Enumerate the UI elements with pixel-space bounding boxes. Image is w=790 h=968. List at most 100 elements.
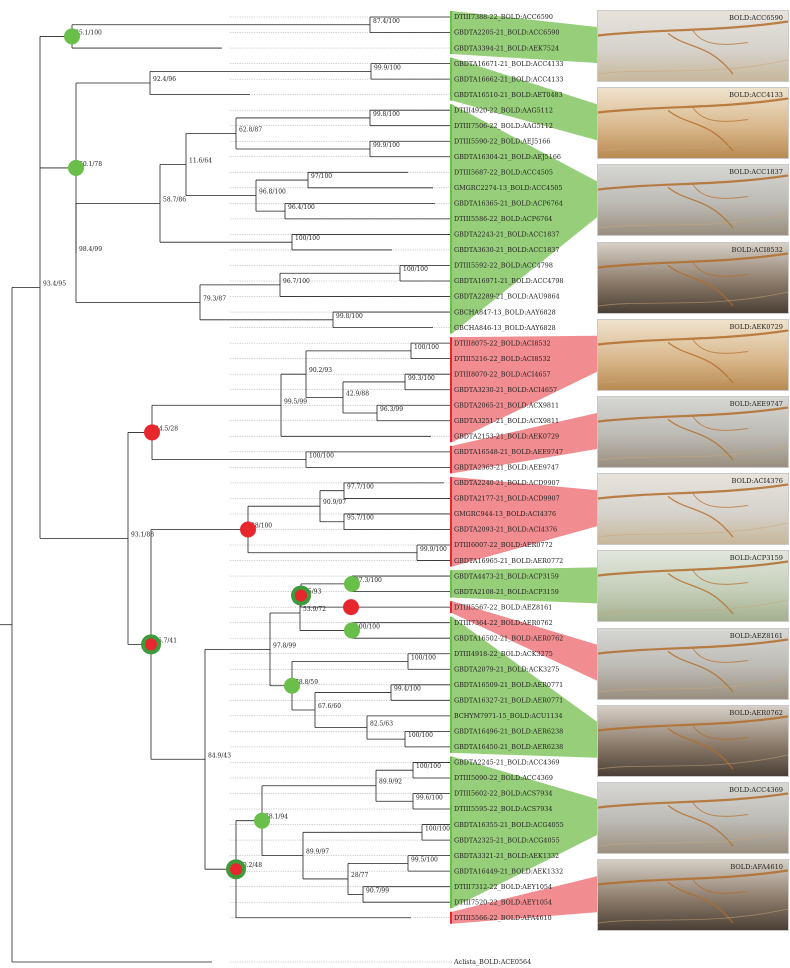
tip-label: GBDTA3251-21_BOLD:ACX9811 [454,417,559,425]
tip-label: GBDTA2205-21_BOLD:ACC6590 [454,29,559,37]
support-label: 89.9/97 [306,849,329,856]
support-label: 97.8/99 [273,642,296,649]
tip-label: GBDTA2245-21_BOLD:ACC4369 [454,759,559,767]
tip-label: DTIII7388-22_BOLD:ACC6590 [454,13,553,21]
support-label: 92.4/96 [153,76,176,83]
tip-label: GBDTA2153-21_BOLD:AEK0729 [454,433,559,441]
tip-label: DTIII4918-22_BOLD:ACK3275 [454,650,553,658]
support-label: 96.8/100 [259,189,286,196]
wing-photo: BOLD:ACI8532 [597,242,789,314]
wing-photo: BOLD:AER0762 [597,705,789,777]
green-node-marker [284,678,300,694]
photo-bin-label: BOLD:ACC6590 [729,14,783,22]
support-label: 100/100 [309,453,334,460]
tip-label: GBDTA16509-21_BOLD:AER0771 [454,681,563,689]
support-label: 90.7/99 [366,887,389,894]
redring-node-marker [141,634,161,654]
photo-bin-label: BOLD:AEK0729 [729,323,783,331]
support-label: 82.5/63 [370,720,393,727]
tip-label: GBDTA4473-21_BOLD:ACP3159 [454,572,559,580]
tip-label: GBDTA2289-21_BOLD:AAU9864 [454,293,560,301]
tip-label: GMGRC2274-13_BOLD:ACC4505 [454,184,562,192]
support-label: 93.4/95 [43,280,66,287]
support-label: 99.6/100 [416,794,443,801]
clade-bars [450,11,452,924]
tip-label: DTIII5090-22_BOLD:ACC4369 [454,774,553,782]
support-label: 11.6/64 [189,158,212,165]
tip-label: GBDTA16496-21_BOLD:AER6238 [454,728,563,736]
wing-photo: BOLD:ACC6590 [597,10,789,82]
support-label: 100/100 [411,654,436,661]
tip-label: Aclista_BOLD:ACE0564 [453,958,531,966]
wing-photo: BOLD:ACC1837 [597,164,789,236]
tip-label: DTIII5586-22_BOLD:ACP6764 [454,215,552,223]
support-label: 98.4/99 [79,246,102,253]
tip-label: GBDTA16327-21_BOLD:AER0771 [454,697,563,705]
support-label: 100/100 [295,235,320,242]
tip-label: GBDTA16450-21_BOLD:AER6238 [454,743,563,751]
tip-label: DTIII7506-22_BOLD:AAG5112 [454,122,553,130]
tip-label: DTIII4920-22_BOLD:AAG5112 [454,106,553,114]
clade-bar [450,58,452,101]
green-node-marker [344,576,360,592]
tip-label: GBDTA3630-21_BOLD:ACC1837 [454,246,559,254]
support-label: 100/100 [408,732,433,739]
red-node-marker [144,424,160,440]
tip-label: GBDTA16502-21_BOLD:AER0762 [454,634,563,642]
tip-label: DTIII5595-22_BOLD:ACS7934 [454,805,552,813]
support-label: 100/100 [403,266,428,273]
tip-label: DTIII5567-22_BOLD:AEZ8161 [454,603,552,611]
photo-bin-label: BOLD:AER0762 [729,709,783,717]
tip-label: GBDTA2065-21_BOLD:ACX9811 [454,401,559,409]
tip-label: GBDTA2079-21_BOLD:ACK3275 [454,665,559,673]
tip-label: DTIII5590-22_BOLD:AEJ5166 [454,137,550,145]
tip-label: GBDTA16355-21_BOLD:ACG4055 [454,821,564,829]
tip-label: GBDTA2093-21_BOLD:ACI4376 [454,526,557,534]
tip-label: GBDTA16365-21_BOLD:ACP6764 [454,200,563,208]
clade-bar [450,601,452,613]
tip-label: GBDTA2325-21_BOLD:ACG4055 [454,836,560,844]
support-label: 99.8/100 [373,111,400,118]
tip-label: GBDTA3321-21_BOLD:AEK1332 [454,852,559,860]
tip-label: GBDTA16971-21_BOLD:ACC4798 [454,277,564,285]
photo-bin-label: BOLD:ACI4376 [732,477,783,485]
wing-photo: BOLD:AFA4610 [597,859,789,931]
tip-label: DTIII5216-22_BOLD:ACI8532 [454,355,551,363]
clade-wedge [452,477,597,567]
support-label: 99.8/100 [336,313,363,320]
support-label: 99.5/100 [411,856,438,863]
support-label: 100/100 [416,763,441,770]
tip-label: GBDTA3230-21_BOLD:ACI4657 [454,386,557,394]
support-label: 100/100 [425,825,450,832]
support-label: 96.4/100 [288,204,315,211]
red-node-marker [240,521,256,537]
tip-label: GBDTA2240-21_BOLD:ACD9907 [454,479,560,487]
tip-label: GBDTA2243-21_BOLD:ACC1837 [454,231,559,239]
support-label: 93.1/88 [131,531,154,538]
support-label: 97.7/100 [347,484,374,491]
support-label: 90.9/97 [323,499,346,506]
tip-label: DTIII5687-22_BOLD:ACC4505 [454,169,553,177]
support-label: 58.7/86 [163,196,186,203]
tip-label: GBDTA2108-21_BOLD:ACP3159 [454,588,559,596]
photo-bin-label: BOLD:ACI8532 [732,246,783,254]
clade-bar [450,337,452,442]
support-label: 67.6/60 [318,703,341,710]
clade-bar [450,617,452,753]
support-label: 96.7/100 [283,278,310,285]
support-label: 42.9/88 [346,390,369,397]
wing-photo: BOLD:ACP3159 [597,550,789,622]
green-node-marker [64,28,80,44]
wing-photo: BOLD:AEK0729 [597,319,789,391]
tip-label: DTIII7312-22_BOLD:AEY1054 [454,883,552,891]
wing-photo: BOLD:ACC4133 [597,87,789,159]
photo-bin-label: BOLD:AEZ8161 [730,632,783,640]
support-label: 99.9/100 [420,546,447,553]
red-node-marker [343,599,359,615]
photo-bin-label: BOLD:ACP3159 [730,554,783,562]
support-label: 79.3/87 [203,295,226,302]
tip-label: DTIII5602-22_BOLD:ACS7934 [454,790,552,798]
photo-bin-label: BOLD:ACC1837 [729,168,783,176]
tip-label: GBDTA16510-21_BOLD:AET0483 [454,91,563,99]
tip-label: DTIII7520-22_BOLD:AEY1054 [454,898,552,906]
